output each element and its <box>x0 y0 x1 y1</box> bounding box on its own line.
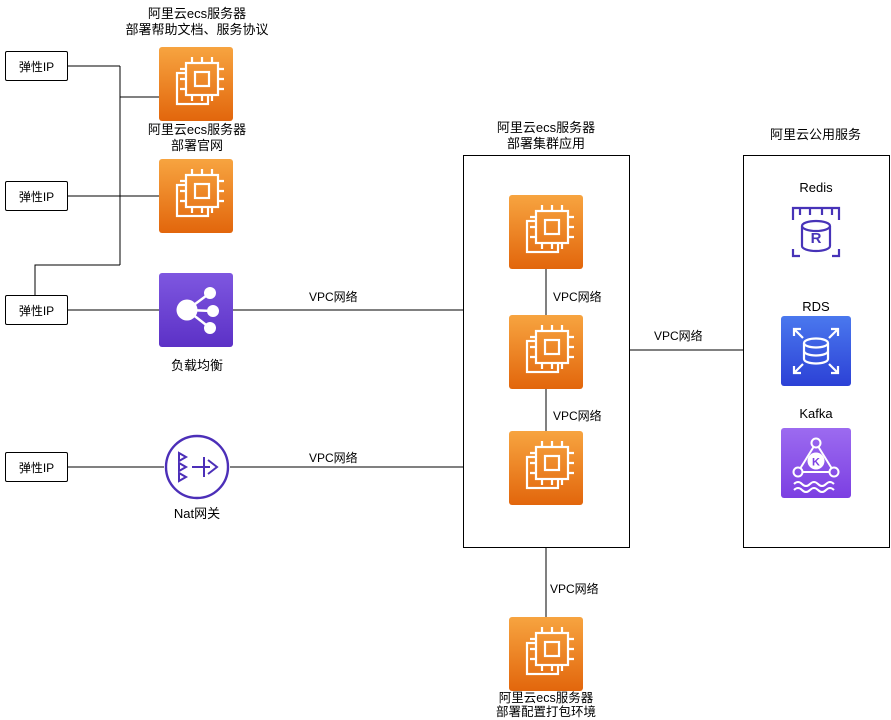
edge-label-vpc-public: VPC网络 <box>652 327 705 344</box>
ecs-web-icon <box>159 159 233 233</box>
edge-eip1-ecs-docs <box>34 65 159 295</box>
edge-label-vpc-cluster-2: VPC网络 <box>551 407 604 424</box>
label-line: Kafka <box>799 406 833 421</box>
kafka-icon <box>781 428 851 498</box>
elastic-ip-label: 弹性IP <box>18 59 55 74</box>
label-nat-gateway: Nat网关 <box>147 506 247 522</box>
label-line: RDS <box>802 299 830 314</box>
label-public-services: 阿里云公用服务 <box>741 127 890 143</box>
edge-label-vpc-cluster-1: VPC网络 <box>551 288 604 305</box>
label-ecs-web: 阿里云ecs服务器 部署官网 <box>97 122 297 154</box>
ecs-docs-icon <box>159 47 233 121</box>
public-services-container <box>743 155 890 548</box>
cluster-ecs-icon-3 <box>509 431 583 505</box>
label-line: 部署集群应用 <box>506 136 585 151</box>
label-line: 阿里云公用服务 <box>769 127 861 142</box>
load-balancer-icon <box>159 273 233 347</box>
elastic-ip-box-4: 弹性IP <box>5 452 68 482</box>
cluster-ecs-icon-2 <box>509 315 583 389</box>
label-kafka: Kafka <box>776 406 856 422</box>
label-line: 阿里云ecs服务器 <box>496 120 596 135</box>
nat-gateway-icon <box>164 434 230 500</box>
label-line: Nat网关 <box>173 506 221 521</box>
label-line: 部署官网 <box>170 138 223 153</box>
label-ecs-build: 阿里云ecs服务器 部署配置打包环境 <box>446 691 646 719</box>
cluster-container <box>463 155 630 548</box>
label-line: 部署帮助文档、服务协议 <box>125 22 269 37</box>
label-line: 阿里云ecs服务器 <box>498 691 594 705</box>
redis-icon <box>783 198 849 264</box>
edge-label-vpc-slb: VPC网络 <box>307 288 360 305</box>
label-line: 阿里云ecs服务器 <box>147 122 247 137</box>
label-line: 阿里云ecs服务器 <box>147 6 247 21</box>
label-line: Redis <box>799 180 833 195</box>
label-line: 负载均衡 <box>170 358 223 373</box>
label-cluster: 阿里云ecs服务器 部署集群应用 <box>446 120 646 152</box>
elastic-ip-box-3: 弹性IP <box>5 295 68 325</box>
elastic-ip-label: 弹性IP <box>18 303 55 318</box>
label-line: 部署配置打包环境 <box>495 705 596 719</box>
label-redis: Redis <box>776 180 856 196</box>
elastic-ip-label: 弹性IP <box>18 460 55 475</box>
label-ecs-docs: 阿里云ecs服务器 部署帮助文档、服务协议 <box>77 6 317 38</box>
label-load-balancer: 负载均衡 <box>147 358 247 374</box>
edge-label-vpc-build: VPC网络 <box>548 580 601 597</box>
ecs-build-icon <box>509 617 583 691</box>
label-rds: RDS <box>776 299 856 315</box>
cluster-ecs-icon-1 <box>509 195 583 269</box>
elastic-ip-box-2: 弹性IP <box>5 181 68 211</box>
edge-label-vpc-nat: VPC网络 <box>307 449 360 466</box>
elastic-ip-label: 弹性IP <box>18 189 55 204</box>
elastic-ip-box-1: 弹性IP <box>5 51 68 81</box>
rds-icon <box>781 316 851 386</box>
